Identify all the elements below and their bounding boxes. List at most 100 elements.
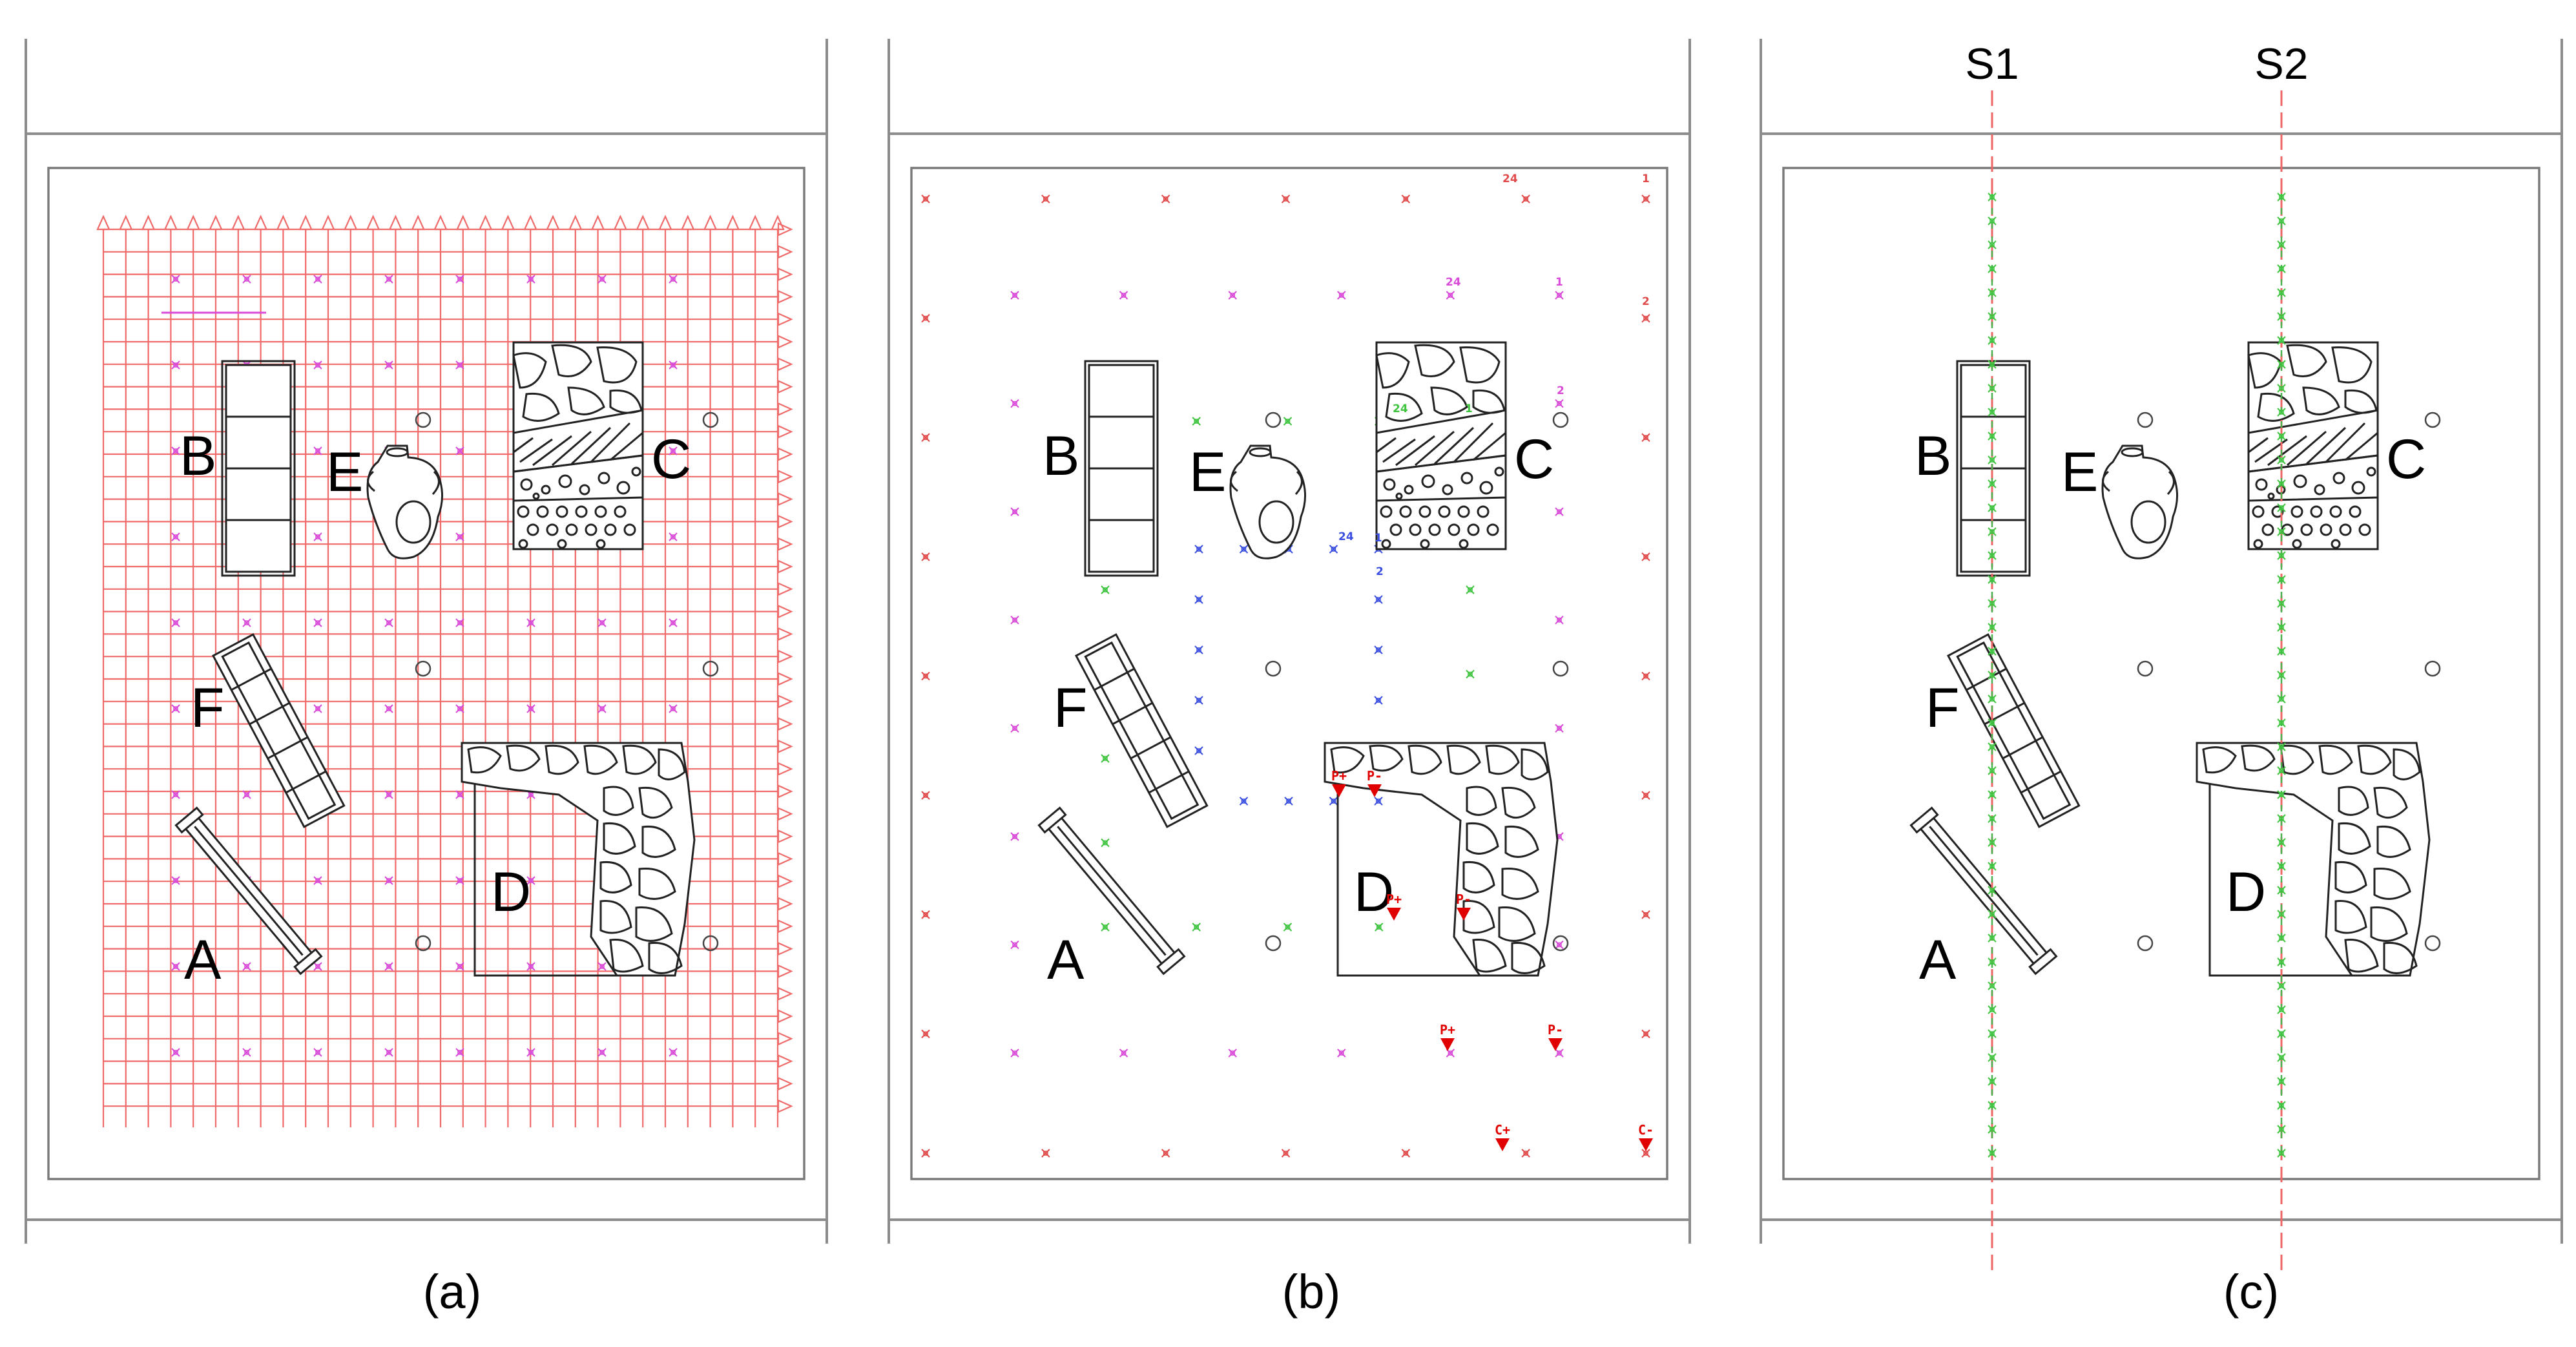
grid-tick-top	[366, 214, 380, 231]
grid-tick-top	[703, 214, 718, 231]
grid-tick-right	[777, 402, 793, 417]
survey-point	[1466, 585, 1475, 594]
survey-point	[1194, 696, 1203, 705]
survey-point	[1555, 291, 1564, 300]
grid-tick-right	[777, 604, 793, 619]
point-number: 1	[1555, 276, 1563, 289]
survey-point	[1194, 645, 1203, 654]
magenta-point	[384, 962, 393, 971]
grid-tick-top	[456, 214, 470, 231]
grid-tick-right	[777, 919, 793, 934]
object-e	[2101, 444, 2179, 559]
object-label-a: A	[1919, 929, 1957, 991]
magenta-point	[313, 1048, 322, 1057]
section-label-2: S2	[2254, 39, 2308, 89]
survey-point	[1641, 313, 1650, 323]
survey-point	[1336, 291, 1346, 300]
object-c	[512, 341, 644, 550]
control-circle	[2137, 935, 2154, 952]
survey-point	[1329, 545, 1338, 554]
grid-tick-top	[568, 214, 583, 231]
survey-point	[1521, 194, 1531, 204]
survey-point	[1555, 724, 1564, 733]
grid-tick-right	[777, 941, 793, 956]
grid-tick-right	[777, 627, 793, 642]
survey-point	[1281, 1149, 1291, 1158]
grid-tick-right	[777, 694, 793, 709]
grid-tick-right	[777, 1032, 793, 1046]
magenta-point	[313, 704, 322, 713]
grid-tick-right	[777, 874, 793, 888]
survey-point	[921, 1149, 930, 1158]
object-e	[366, 444, 444, 559]
survey-point	[1010, 291, 1019, 300]
grid-tick-right	[777, 470, 793, 484]
grid-tick-top	[231, 214, 245, 231]
magenta-point	[669, 618, 678, 627]
survey-point	[1010, 507, 1019, 517]
object-f	[1075, 633, 1209, 828]
magenta-point	[597, 1048, 607, 1057]
grid-tick-right	[777, 492, 793, 506]
grid-tick-top	[523, 214, 537, 231]
magenta-point	[669, 704, 678, 713]
magenta-point	[171, 1048, 180, 1057]
grid-tick-right	[777, 222, 793, 236]
camera-marker-label: P+	[1331, 768, 1347, 784]
magenta-point	[171, 360, 180, 370]
grid-tick-top	[388, 214, 403, 231]
survey-point	[1041, 1149, 1050, 1158]
control-circles	[2137, 412, 2441, 952]
object-label-f: F	[1926, 677, 1960, 739]
magenta-point	[242, 275, 251, 284]
magenta-point	[171, 532, 180, 541]
control-circle	[702, 935, 719, 952]
grid-tick-top	[613, 214, 628, 231]
grid-tick-right	[777, 987, 793, 1001]
camera-markers: P+P-P+P-P+P-C+C-	[1331, 768, 1654, 1151]
control-circle	[2424, 660, 2441, 677]
grid-tick-right	[777, 649, 793, 663]
grid-tick-top	[725, 214, 740, 231]
object-label-e: E	[1189, 441, 1226, 503]
control-circles	[415, 412, 719, 952]
magenta-point	[313, 618, 322, 627]
object-b	[1956, 360, 2031, 577]
grid-tick-right	[777, 829, 793, 844]
grid-tick-top	[681, 214, 695, 231]
survey-point	[1641, 791, 1650, 800]
magenta-point	[384, 704, 393, 713]
magenta-point	[171, 618, 180, 627]
object-label-b: B	[1043, 425, 1079, 487]
survey-point	[1101, 838, 1110, 848]
grid-tick-right	[777, 851, 793, 866]
grid-tick-right	[777, 762, 793, 776]
object-label-c: C	[1514, 428, 1554, 490]
grid-tick-right	[777, 807, 793, 821]
grid-tick-right	[777, 716, 793, 731]
point-number: 24	[1338, 530, 1354, 543]
object-f	[1947, 633, 2081, 828]
camera-marker-label: C-	[1638, 1122, 1654, 1138]
magenta-point	[313, 532, 322, 541]
grid-tick-right	[777, 1099, 793, 1113]
magenta-point	[384, 275, 393, 284]
survey-point	[1010, 940, 1019, 950]
object-e	[1229, 444, 1307, 559]
control-circle	[1265, 412, 1282, 428]
grid-tick-right	[777, 447, 793, 461]
camera-marker	[1548, 1038, 1563, 1051]
survey-point	[1010, 1049, 1019, 1058]
survey-point	[1010, 831, 1019, 841]
grid-tick-right	[777, 672, 793, 686]
object-label-b: B	[180, 425, 216, 487]
magenta-point	[597, 962, 607, 971]
survey-point	[1641, 910, 1650, 919]
survey-point	[1521, 1149, 1531, 1158]
object-label-a: A	[1047, 929, 1085, 991]
grid-tick-right	[777, 1054, 793, 1069]
grid-tick-top	[748, 214, 762, 231]
survey-point	[1329, 797, 1338, 806]
